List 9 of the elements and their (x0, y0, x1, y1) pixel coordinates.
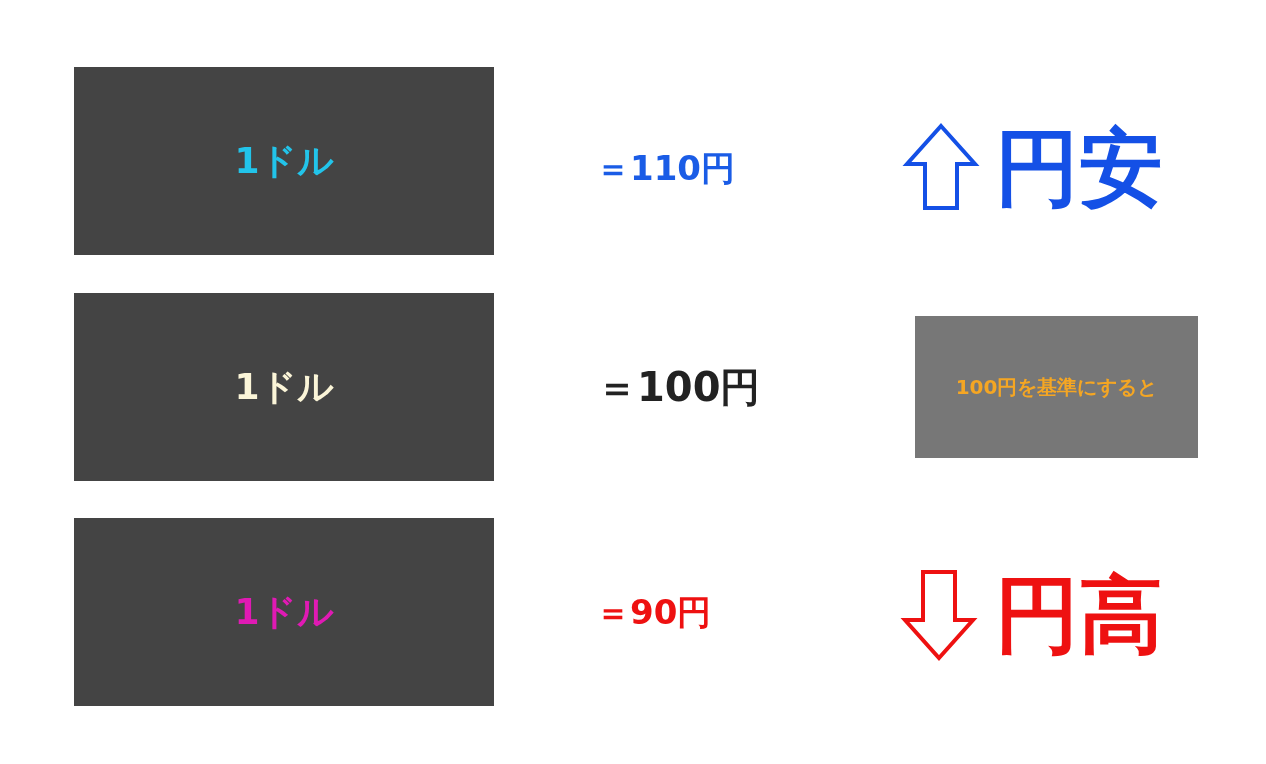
note-box: 100円を基準にすると (915, 316, 1198, 458)
currency-box: 1ドル (74, 518, 494, 706)
currency-box: 1ドル (74, 67, 494, 255)
rate-text: ＝110円 (596, 151, 735, 185)
trend-text: 円安 (995, 126, 1163, 210)
trend-text: 円高 (995, 573, 1163, 657)
currency-box: 1ドル (74, 293, 494, 481)
rate-text: ＝100円 (597, 367, 761, 407)
rate-text: ＝90円 (596, 595, 712, 629)
